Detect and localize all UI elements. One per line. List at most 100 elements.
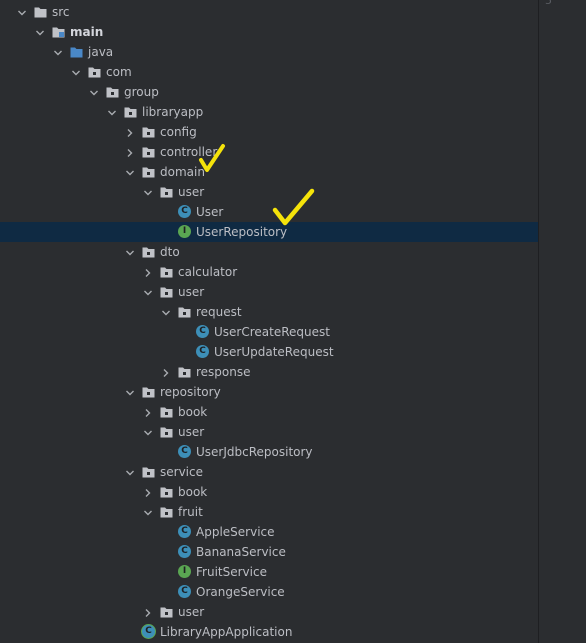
interface-icon: I bbox=[178, 565, 191, 578]
tree-row-calculator[interactable]: calculator bbox=[0, 262, 538, 282]
folder-icon bbox=[34, 6, 47, 18]
tree-item-label: com bbox=[106, 65, 132, 79]
tree-row-fruitservice[interactable]: I FruitService bbox=[0, 562, 538, 582]
tree-item-label: user bbox=[178, 605, 205, 619]
chevron-down-icon[interactable] bbox=[125, 247, 135, 257]
chevron-right-icon[interactable] bbox=[161, 367, 171, 377]
tree-row-main[interactable]: main bbox=[0, 22, 538, 42]
panel-divider[interactable] bbox=[538, 0, 539, 643]
tree-row-config[interactable]: config bbox=[0, 122, 538, 142]
spring-app-class-icon: C bbox=[142, 625, 155, 638]
tree-row-dto[interactable]: dto bbox=[0, 242, 538, 262]
tree-row-java[interactable]: java bbox=[0, 42, 538, 62]
tree-item-label: User bbox=[196, 205, 224, 219]
tree-item-label: libraryapp bbox=[142, 105, 204, 119]
tree-row-com[interactable]: com bbox=[0, 62, 538, 82]
tree-item-label: AppleService bbox=[196, 525, 275, 539]
tree-item-label: LibraryAppApplication bbox=[160, 625, 293, 639]
tree-row-repository[interactable]: repository bbox=[0, 382, 538, 402]
chevron-down-icon[interactable] bbox=[143, 427, 153, 437]
chevron-down-icon[interactable] bbox=[143, 187, 153, 197]
package-icon bbox=[160, 266, 173, 278]
chevron-down-icon[interactable] bbox=[125, 167, 135, 177]
package-icon bbox=[142, 466, 155, 478]
chevron-right-icon[interactable] bbox=[125, 127, 135, 137]
tree-row-book[interactable]: book bbox=[0, 482, 538, 502]
tree-item-label: fruit bbox=[178, 505, 203, 519]
chevron-down-icon[interactable] bbox=[143, 287, 153, 297]
tree-row-fruit[interactable]: fruit bbox=[0, 502, 538, 522]
tree-item-label: UserRepository bbox=[196, 225, 288, 239]
chevron-right-icon[interactable] bbox=[125, 147, 135, 157]
chevron-down-icon[interactable] bbox=[71, 67, 81, 77]
package-icon bbox=[160, 186, 173, 198]
package-icon bbox=[142, 126, 155, 138]
tree-row-book[interactable]: book bbox=[0, 402, 538, 422]
package-icon bbox=[160, 506, 173, 518]
tree-row-controller[interactable]: controller bbox=[0, 142, 538, 162]
tree-row-domain[interactable]: domain bbox=[0, 162, 538, 182]
source-root-folder-icon bbox=[70, 46, 83, 58]
chevron-right-icon[interactable] bbox=[143, 607, 153, 617]
chevron-right-icon[interactable] bbox=[143, 267, 153, 277]
tree-item-label: request bbox=[196, 305, 242, 319]
tree-item-label: UserCreateRequest bbox=[214, 325, 330, 339]
tree-item-label: java bbox=[88, 45, 114, 59]
editor-gutter: 5 bbox=[539, 0, 586, 643]
tree-row-request[interactable]: request bbox=[0, 302, 538, 322]
chevron-down-icon[interactable] bbox=[53, 47, 63, 57]
tree-row-user[interactable]: user bbox=[0, 282, 538, 302]
tree-row-user[interactable]: user bbox=[0, 182, 538, 202]
chevron-right-icon[interactable] bbox=[143, 487, 153, 497]
tree-row-user[interactable]: user bbox=[0, 602, 538, 622]
tree-row-user[interactable]: user bbox=[0, 422, 538, 442]
tree-row-userrepository[interactable]: I UserRepository bbox=[0, 222, 538, 242]
chevron-down-icon[interactable] bbox=[89, 87, 99, 97]
package-icon bbox=[160, 426, 173, 438]
package-icon bbox=[160, 486, 173, 498]
tree-item-label: repository bbox=[160, 385, 221, 399]
tree-item-label: domain bbox=[160, 165, 205, 179]
tree-item-label: src bbox=[52, 5, 70, 19]
tree-row-service[interactable]: service bbox=[0, 462, 538, 482]
line-number: 5 bbox=[545, 0, 552, 7]
tree-item-label: service bbox=[160, 465, 203, 479]
tree-item-label: main bbox=[70, 25, 104, 39]
tree-row-libraryapp[interactable]: libraryapp bbox=[0, 102, 538, 122]
tree-item-label: config bbox=[160, 125, 197, 139]
chevron-down-icon[interactable] bbox=[143, 507, 153, 517]
package-icon bbox=[142, 146, 155, 158]
chevron-down-icon[interactable] bbox=[125, 387, 135, 397]
tree-item-label: FruitService bbox=[196, 565, 267, 579]
interface-icon: I bbox=[178, 225, 191, 238]
tree-item-label: controller bbox=[160, 145, 218, 159]
chevron-down-icon[interactable] bbox=[17, 7, 27, 17]
chevron-right-icon[interactable] bbox=[143, 407, 153, 417]
tree-row-libraryappapplication[interactable]: C LibraryAppApplication bbox=[0, 622, 538, 642]
package-icon bbox=[178, 366, 191, 378]
tree-row-response[interactable]: response bbox=[0, 362, 538, 382]
chevron-down-icon[interactable] bbox=[35, 27, 45, 37]
source-folder-icon bbox=[52, 26, 65, 38]
package-icon bbox=[160, 406, 173, 418]
package-icon bbox=[178, 306, 191, 318]
chevron-down-icon[interactable] bbox=[107, 107, 117, 117]
chevron-down-icon[interactable] bbox=[125, 467, 135, 477]
tree-row-src[interactable]: src bbox=[0, 2, 538, 22]
package-icon bbox=[88, 66, 101, 78]
tree-item-label: BananaService bbox=[196, 545, 286, 559]
tree-row-group[interactable]: group bbox=[0, 82, 538, 102]
chevron-down-icon[interactable] bbox=[161, 307, 171, 317]
tree-item-label: user bbox=[178, 185, 205, 199]
package-icon bbox=[124, 106, 137, 118]
tree-item-label: calculator bbox=[178, 265, 238, 279]
tree-item-label: book bbox=[178, 405, 208, 419]
